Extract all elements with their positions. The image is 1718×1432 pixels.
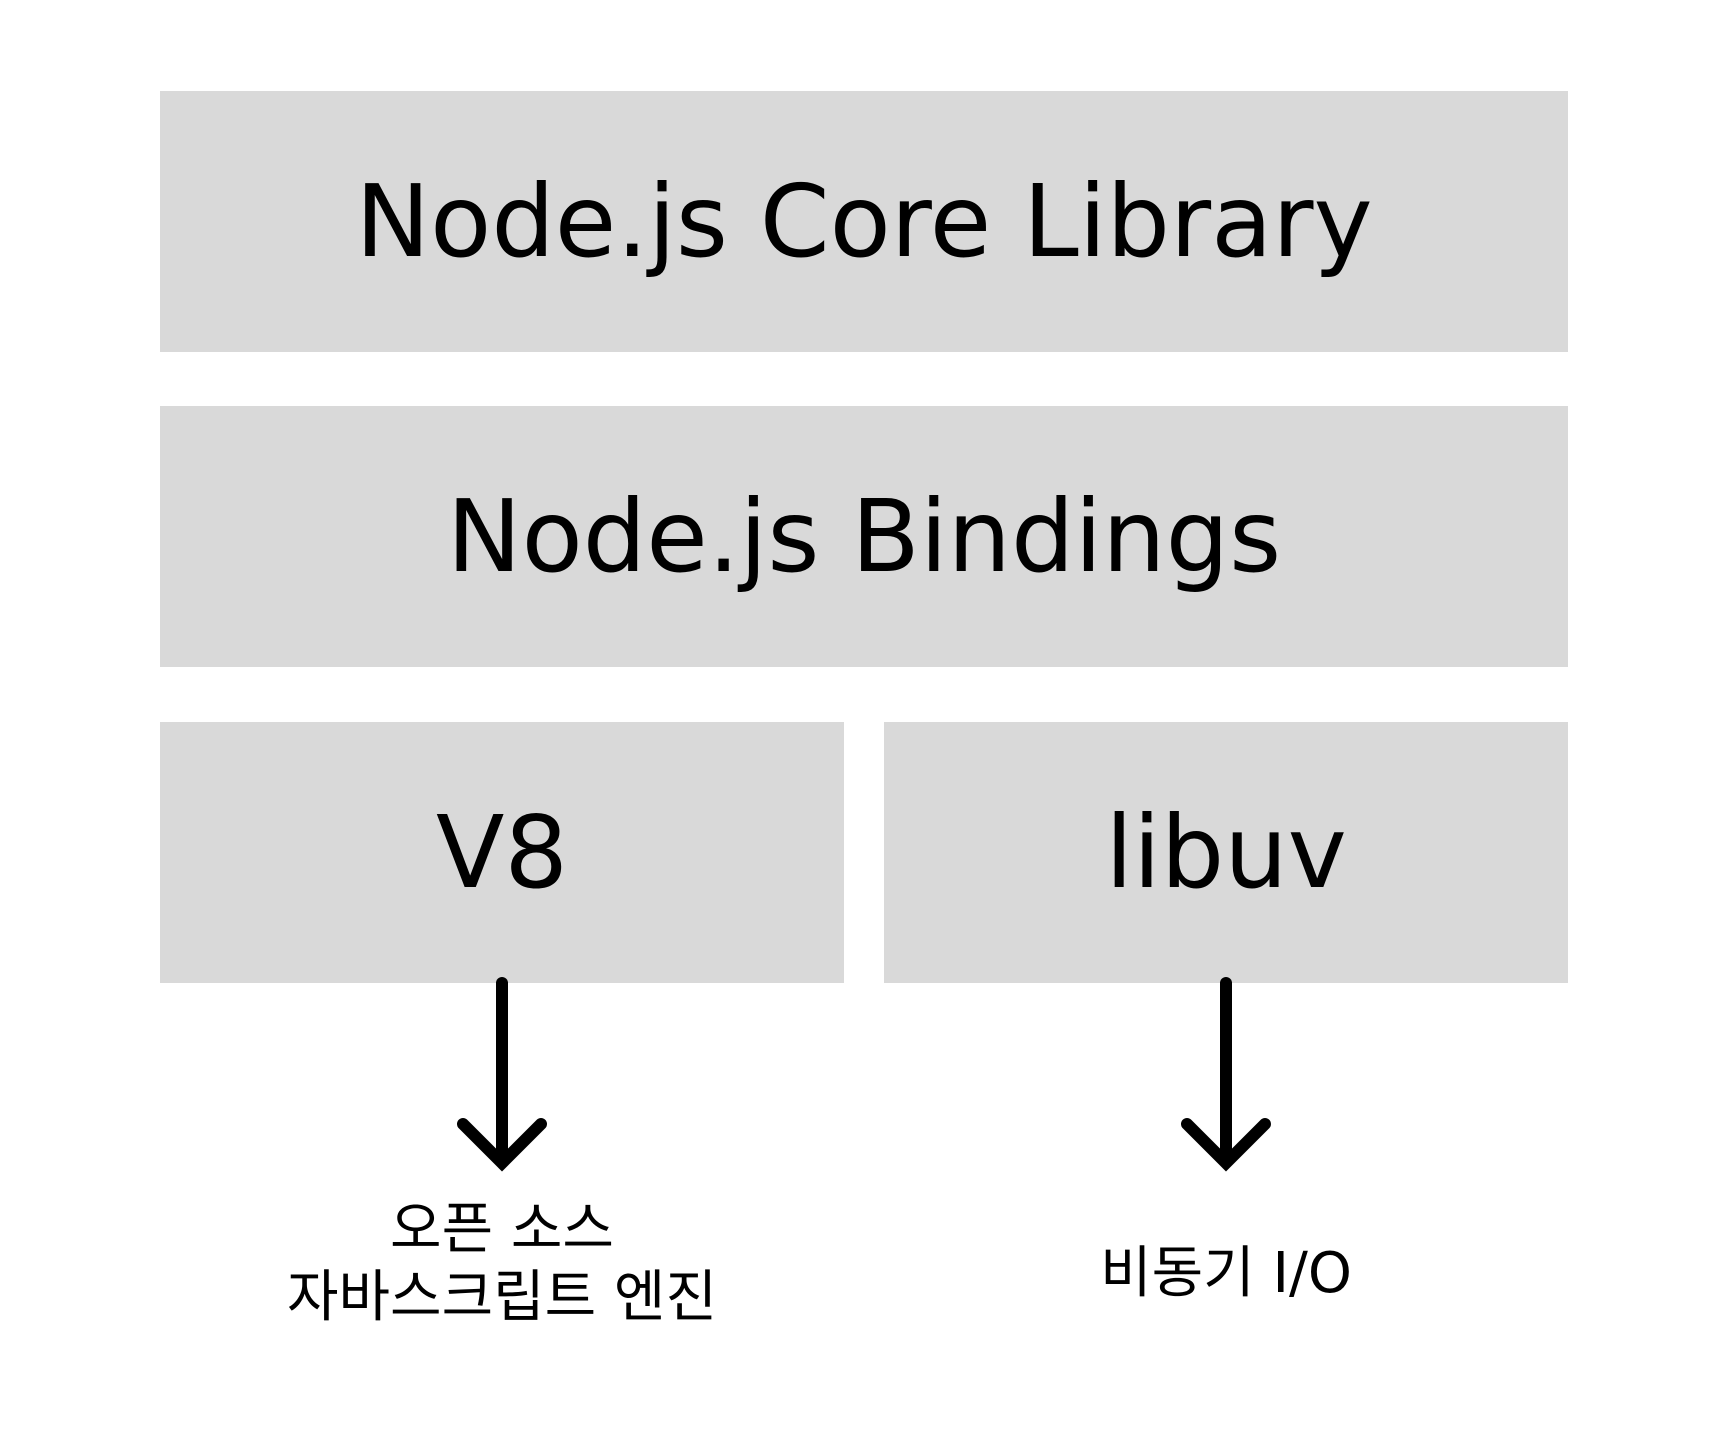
v8-down-arrow-icon: [457, 977, 547, 1172]
v8-caption: 오픈 소스 자바스크립트 엔진: [202, 1196, 802, 1333]
libuv-caption-line: 비동기 I/O: [1100, 1241, 1352, 1306]
core-library-label: Node.js Core Library: [355, 162, 1373, 280]
v8-label: V8: [435, 793, 569, 911]
bindings-label: Node.js Bindings: [446, 477, 1282, 595]
libuv-down-arrow-icon: [1181, 977, 1271, 1172]
v8-caption-line-2: 자바스크립트 엔진: [287, 1265, 717, 1331]
libuv-box: libuv: [884, 722, 1568, 983]
v8-box: V8: [160, 722, 844, 983]
libuv-label: libuv: [1105, 793, 1347, 911]
bindings-box: Node.js Bindings: [160, 406, 1568, 667]
core-library-box: Node.js Core Library: [160, 91, 1568, 352]
libuv-caption: 비동기 I/O: [926, 1240, 1526, 1308]
v8-caption-line-1: 오픈 소스: [390, 1197, 614, 1262]
